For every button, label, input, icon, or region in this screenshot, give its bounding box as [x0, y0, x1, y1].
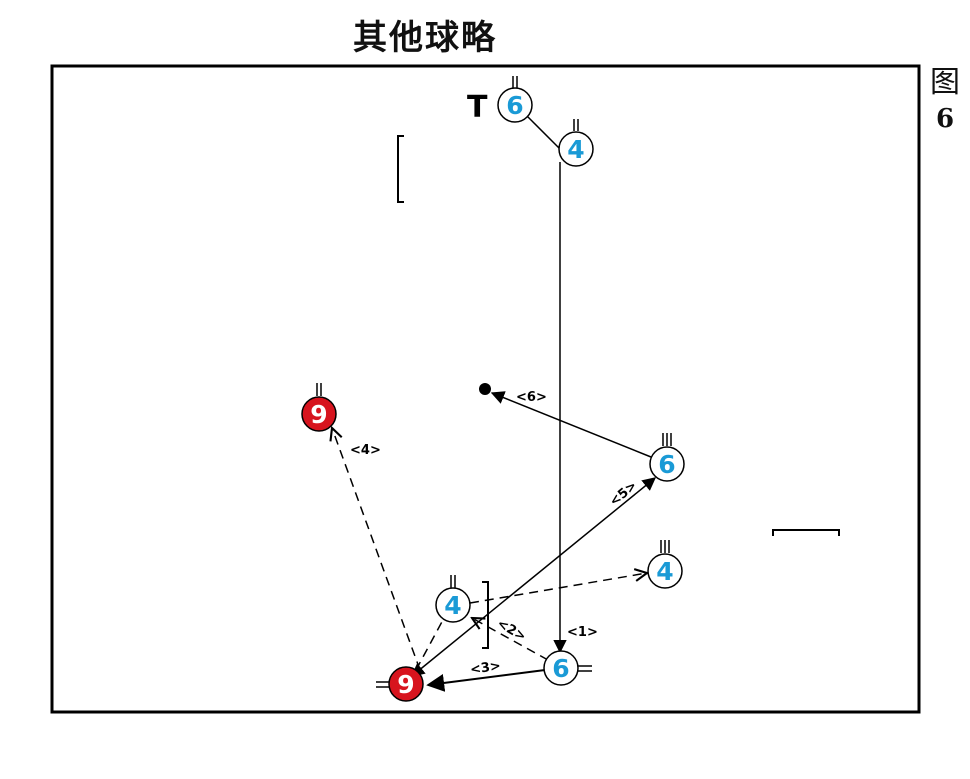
- player-left-opponent-number: 9: [310, 400, 327, 429]
- player-bottom-left: 9: [376, 666, 424, 702]
- figure-label-char: 图: [930, 65, 960, 100]
- player-right-mid-number: 6: [658, 450, 675, 479]
- step-label-6: <6>: [516, 390, 547, 405]
- step-label-5: <5>: [607, 478, 640, 509]
- player-right-low-number: 4: [656, 557, 673, 586]
- player-bottom-right-number: 6: [552, 654, 569, 683]
- figure-label: 图 6: [925, 64, 965, 136]
- step-label-3: <3>: [469, 659, 502, 678]
- court-border: [50, 64, 921, 714]
- top-t-marker: T: [467, 90, 488, 125]
- player-bottom-left-number: 9: [397, 670, 414, 699]
- ball: [479, 383, 491, 395]
- figure-label-number: 6: [935, 104, 955, 134]
- step-label-1: <1>: [567, 625, 598, 640]
- player-top-setter-number: 6: [506, 91, 523, 120]
- bracket-top-left: [397, 135, 404, 203]
- player-right-low: 4: [647, 540, 683, 589]
- bracket-right: [772, 529, 840, 536]
- player-mid-low-number: 4: [444, 591, 461, 620]
- player-mid-low: 4: [435, 575, 471, 623]
- step-label-2: <2>: [494, 616, 528, 644]
- player-left-opponent: 9: [301, 383, 337, 432]
- player-top-setter: 6: [497, 76, 533, 123]
- player-top-hitter: 4: [558, 119, 594, 167]
- player-bottom-right: 6: [543, 650, 592, 686]
- line-dashed-to-right-4: [469, 573, 647, 604]
- line-step-5: [410, 477, 657, 677]
- line-step-4: [332, 428, 421, 671]
- player-right-mid: 6: [649, 433, 685, 482]
- step-label-4: <4>: [350, 443, 381, 458]
- line-step-6: [490, 391, 652, 458]
- player-top-hitter-number: 4: [567, 135, 584, 164]
- diagram-title: 其他球略: [353, 18, 497, 58]
